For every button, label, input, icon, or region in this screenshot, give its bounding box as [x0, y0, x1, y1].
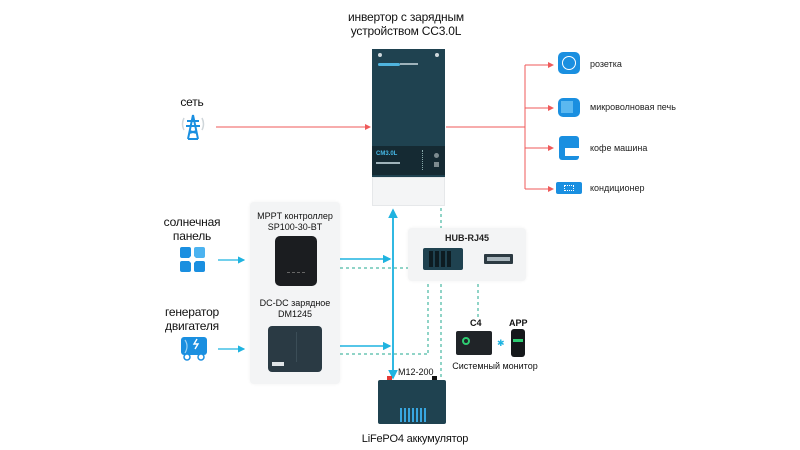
- hub-rj45-device[interactable]: [423, 248, 463, 270]
- load-label-microwave: микроволновая печь: [590, 102, 676, 112]
- mppt-label-line1: MPPT контроллер: [257, 211, 333, 221]
- bluetooth-icon: ✱: [497, 338, 505, 348]
- dcdc-brand-label: [272, 362, 284, 366]
- ac-line-loads: [446, 62, 554, 192]
- inverter-title-line1: инвертор с зарядным: [348, 10, 464, 24]
- mppt-status-leds: [287, 272, 305, 276]
- battery-model-label: M12-200: [398, 367, 434, 377]
- solar-label-line1: солнечная: [163, 215, 221, 229]
- alternator-label-line2: двигателя: [165, 319, 219, 333]
- air-conditioner-icon: [556, 182, 582, 194]
- mount-hole: [378, 53, 382, 57]
- dcdc-charger-device[interactable]: [268, 326, 322, 372]
- inverter-title-line2: устройством CC3.0L: [350, 24, 462, 38]
- button-icon[interactable]: [434, 162, 439, 167]
- coffee-machine-icon: [559, 136, 579, 160]
- solar-label: солнечная панель: [160, 215, 224, 243]
- load-label-socket: розетка: [590, 59, 622, 69]
- alternator-label: генератор двигателя: [160, 305, 224, 333]
- microwave-icon: [558, 98, 580, 117]
- grid-label: сеть: [180, 95, 204, 109]
- mppt-label-line2: SP100-30-BT: [267, 222, 323, 232]
- dcdc-label-line2: DM1245: [277, 309, 313, 319]
- status-leds: [422, 150, 431, 170]
- power-tower-icon: [181, 114, 205, 140]
- inverter-model-badge: CM3.0L: [376, 151, 398, 157]
- app-screen-bar: [513, 339, 523, 342]
- inverter-title: инвертор с зарядным устройством CC3.0L: [320, 10, 492, 38]
- battery-level-bars: [400, 408, 426, 422]
- battery-device[interactable]: [378, 376, 446, 424]
- positive-terminal: [387, 376, 392, 380]
- inverter-device[interactable]: CM3.0L: [372, 49, 445, 206]
- mount-hole: [435, 53, 439, 57]
- inverter-terminal-cover: [372, 177, 445, 206]
- negative-terminal: [432, 376, 437, 380]
- rj45-ports: [429, 251, 453, 267]
- button-icon[interactable]: [434, 153, 439, 158]
- app-phone-device[interactable]: [511, 329, 525, 357]
- vehicle-alternator-icon: [181, 337, 207, 361]
- brand-logo-icon: [378, 63, 400, 66]
- comm-lines: [340, 208, 479, 378]
- dcdc-panel-divider: [296, 332, 317, 362]
- mppt-label: MPPT контроллер SP100-30-BT: [250, 211, 340, 233]
- monitor-caption: Системный монитор: [452, 361, 538, 371]
- inverter-display-strip: CM3.0L: [372, 146, 445, 175]
- socket-icon: [558, 52, 580, 74]
- hub-connector-device: [484, 254, 513, 264]
- hub-label: HUB-RJ45: [445, 233, 490, 243]
- solar-panel-icon: [180, 247, 206, 273]
- spec-text: [376, 162, 400, 164]
- c4-monitor-device[interactable]: [456, 331, 492, 355]
- load-label-ac: кондиционер: [590, 183, 645, 193]
- app-label: APP: [509, 318, 528, 328]
- soc-gauge-icon: [462, 337, 470, 345]
- c4-label: C4: [470, 318, 482, 328]
- dcdc-label: DC-DC зарядное DM1245: [250, 298, 340, 320]
- connector-strip: [487, 257, 510, 261]
- mppt-controller-device[interactable]: [275, 236, 317, 286]
- brand-text: [400, 63, 418, 65]
- solar-label-line2: панель: [172, 229, 212, 243]
- dcdc-label-line1: DC-DC зарядное: [259, 298, 331, 308]
- load-label-coffee: кофе машина: [590, 143, 648, 153]
- alternator-label-line1: генератор: [164, 305, 220, 319]
- battery-caption: LiFePO4 аккумулятор: [361, 433, 469, 445]
